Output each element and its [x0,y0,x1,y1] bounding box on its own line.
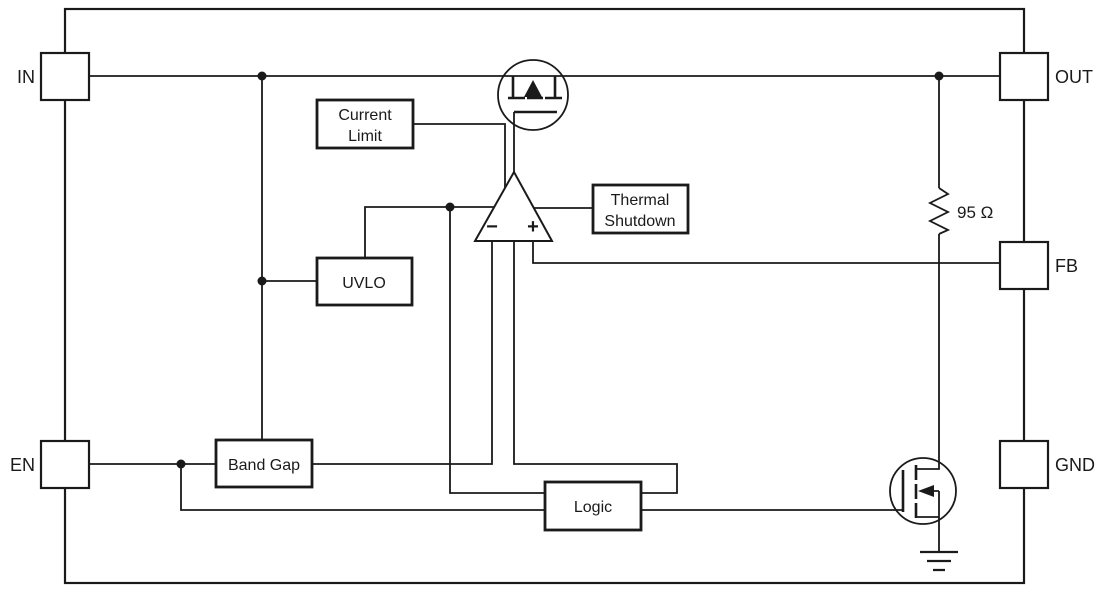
inverting-input-label: − [486,216,498,238]
chip-boundary [63,7,1026,585]
block-band-gap [214,438,314,489]
pin-label-out: OUT [1055,67,1093,87]
nmos-circle [889,457,957,525]
junction-dot [257,71,267,81]
error-amplifier-triangle [473,169,554,242]
wire-junction-to-logic-left [449,207,545,494]
wire-noninverting-input-to-fb [532,241,1000,264]
pin-box-out [998,51,1050,102]
pin-box-in [39,51,91,102]
junction-dot [176,459,186,469]
block-current-limit [315,98,415,150]
block-band-gap-label: Band Gap [228,457,300,474]
pin-box-gnd [998,439,1050,490]
block-uvlo-label: UVLO [342,275,386,292]
junction-dots [176,71,944,469]
pin-label-en: EN [10,455,35,475]
block-thermal-shutdown-label-line2: Shutdown [604,213,675,230]
block-thermal-shutdown [591,183,690,235]
nmos-body-source-wires [916,490,940,552]
junction-dot [445,202,455,212]
nmos-body-arrow-icon [918,485,934,497]
pmos-body-arrow-icon [524,80,542,97]
wire-amp-to-logic-right [513,241,678,494]
pin-label-gnd: GND [1055,455,1095,475]
pin-boxes [39,51,1050,490]
pin-box-fb [998,240,1050,291]
block-logic [543,480,643,532]
noninverting-input-label: + [527,216,539,238]
junction-dot [257,276,267,286]
block-current-limit-label-line2: Limit [348,128,382,145]
wire-uvlo-to-amp [364,206,495,258]
resistor-symbol [927,187,951,235]
wire-resistor-to-nmos-drain [916,234,940,470]
pin-labels: IN OUT FB GND EN [10,67,1095,475]
pin-box-en [39,439,91,490]
ground-symbol-icon [920,550,958,572]
pmos-circle [497,59,569,131]
junction-dot [934,71,944,81]
pin-label-fb: FB [1055,256,1078,276]
pin-label-in: IN [17,67,35,87]
block-thermal-shutdown-label-line1: Thermal [611,192,670,209]
resistor-value-label: 95 Ω [957,203,993,222]
nmos-transistor [889,457,958,572]
wire-en-to-logic [180,464,545,511]
wire-bandgap-to-inverting-input [312,241,493,465]
block-current-limit-label-line1: Current [338,107,392,124]
block-logic-label: Logic [574,499,612,516]
wire-current-limit-to-amp [413,123,506,188]
pmos-pass-transistor [497,59,569,131]
function-blocks: Current Limit UVLO Band Gap Thermal Shut… [214,98,690,532]
block-uvlo [315,256,414,307]
error-amplifier: − + [473,169,554,242]
